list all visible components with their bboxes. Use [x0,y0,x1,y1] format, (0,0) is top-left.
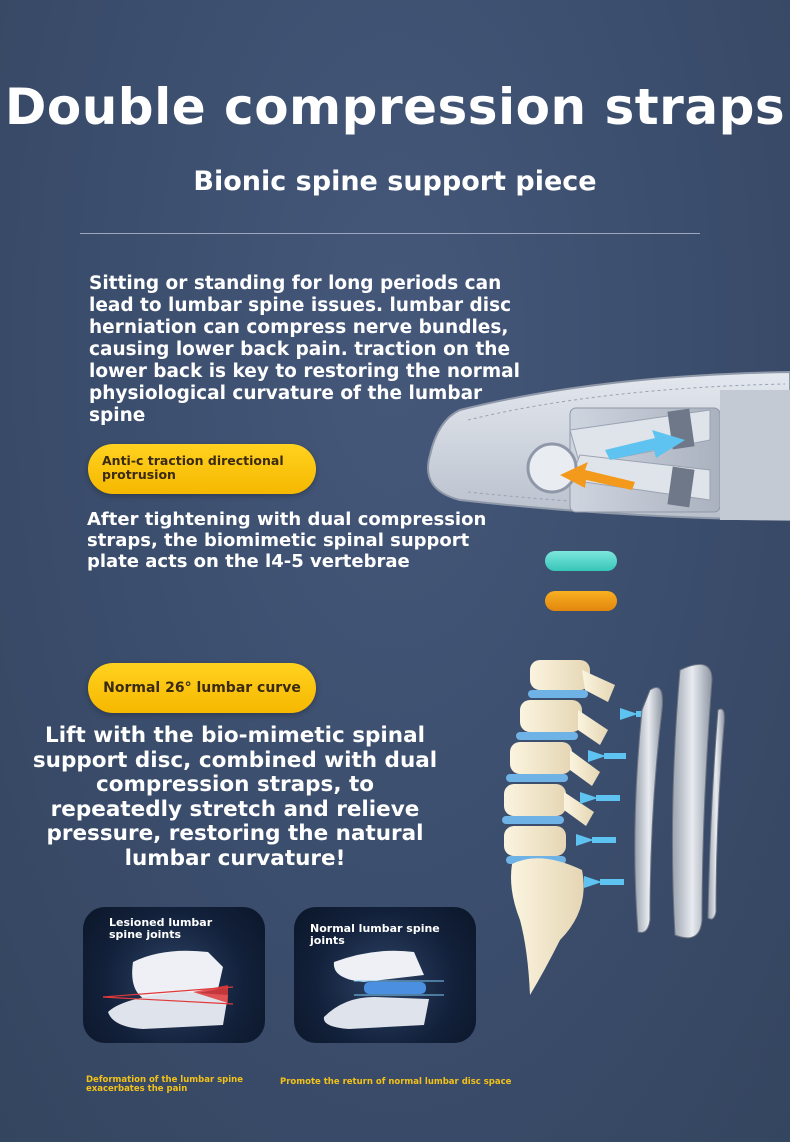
caption-lesioned: Deformation of the lumbar spine exacerba… [86,1075,243,1094]
back-brace-illustration [427,370,790,522]
legend-orange-capsule [545,591,617,611]
support-plate-front [671,663,713,939]
legend-blue-capsule [545,551,617,571]
vertebrae [502,660,615,995]
card-normal-title: Normal lumbar spine joints [310,922,440,947]
spine-illustration [502,660,725,995]
page-subtitle: Bionic spine support piece [193,166,597,197]
card-normal-joints: Normal lumbar spine joints [294,907,476,1043]
support-plate-side [634,687,663,933]
support-disc [526,442,578,494]
caption-normal: Promote the return of normal lumbar disc… [280,1077,512,1087]
normal-joint-illustration [323,950,444,1029]
support-plate-thin [707,708,725,920]
card-lesioned-title: Lesioned lumbar spine joints [109,916,213,941]
card-lesioned-joints: Lesioned lumbar spine joints [83,907,265,1043]
feature2-text: Lift with the bio-mimetic spinal support… [32,723,438,871]
blue-arrow-icon [605,430,685,460]
lesioned-joint-illustration [102,950,234,1029]
intro-paragraph: Sitting or standing for long periods can… [89,273,520,426]
badge-traction: Anti-c traction directional protrusion [88,444,316,494]
page-title: Double compression straps [4,78,786,136]
divider [80,233,700,234]
badge-lumbar-curve: Normal 26° lumbar curve [88,663,316,713]
feature1-text: After tightening with dual compression s… [87,509,487,572]
orange-arrow-icon [560,462,635,490]
